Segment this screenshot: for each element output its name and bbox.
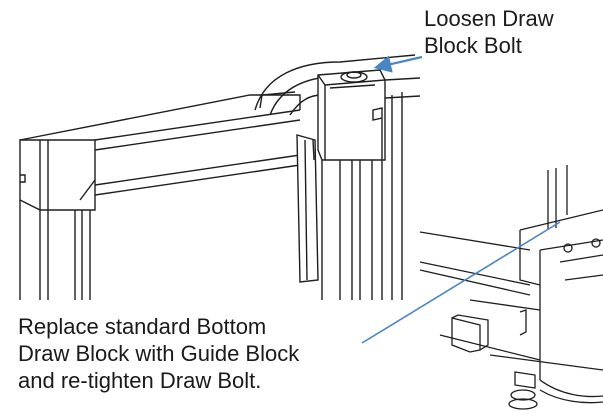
draw-block-assembly [254,54,421,300]
leader-line-draw-bolt [373,55,423,73]
loosen-bolt-callout: Loosen Draw Block Bolt [424,6,554,58]
replace-draw-block-callout: Replace standard Bottom Draw Block with … [18,314,300,393]
guide-block-detail [419,165,603,410]
frame-upper-left [19,94,301,300]
leader-line-guide-block [361,221,561,344]
